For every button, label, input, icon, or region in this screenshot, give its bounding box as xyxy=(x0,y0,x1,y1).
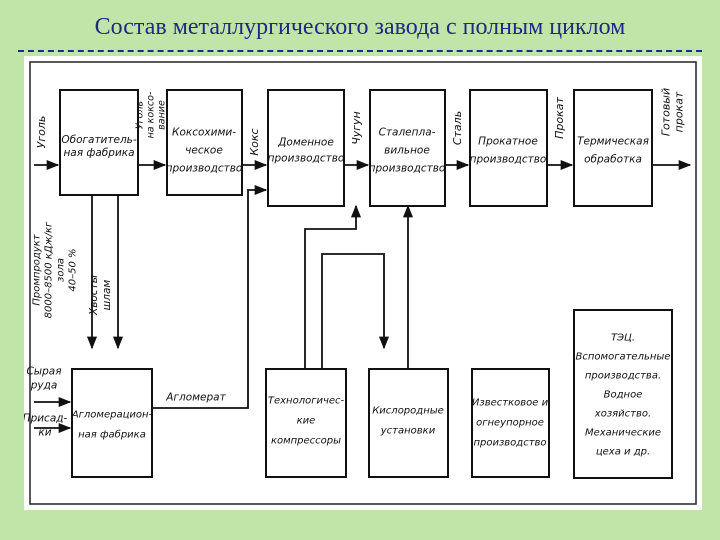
coke-label: Кокс xyxy=(248,128,261,155)
box-heat-treatment xyxy=(573,89,653,207)
box-compressors xyxy=(265,368,347,478)
tailings-label: Хвостышлам xyxy=(88,275,113,316)
agglomerate-label: Агломерат xyxy=(165,392,226,404)
box-agglomeration xyxy=(71,368,153,478)
finished-rolled-label: Готовыйпрокат xyxy=(659,88,685,136)
arrow-compressors-to-oxygen xyxy=(321,253,390,369)
slide-title: Состав металлургического завода с полным… xyxy=(94,14,626,40)
diagram-frame xyxy=(29,61,697,505)
arrow-agglomerate xyxy=(152,184,268,409)
title-divider xyxy=(18,50,702,52)
coal-label: Уголь xyxy=(35,116,48,149)
box-beneficiation xyxy=(59,89,139,196)
box-coke-chemical xyxy=(166,89,243,196)
box-rolling xyxy=(469,89,548,207)
box-steelmaking xyxy=(369,89,446,207)
coking-coal-label: Угольна коксо-вание xyxy=(134,91,167,138)
box-auxiliary xyxy=(573,309,673,479)
rolled-label: Прокат xyxy=(553,97,566,139)
pig-iron-label: Чугун xyxy=(350,111,363,145)
beneficiation-label: Обогатитель-ная фабрика xyxy=(61,134,137,159)
agglomeration-label: Агломерацион-ная фабрика xyxy=(71,410,153,441)
middlings-label: Промпродукт8000–8500 кДж/кгзола40–50 % xyxy=(32,221,79,318)
box-blast-furnace xyxy=(267,89,345,207)
arrow-compressors-to-furnace xyxy=(304,204,362,369)
box-oxygen xyxy=(368,368,449,478)
box-lime xyxy=(471,368,550,478)
additives-label: Присад-ки xyxy=(24,413,68,439)
steel-label: Сталь xyxy=(451,111,464,145)
